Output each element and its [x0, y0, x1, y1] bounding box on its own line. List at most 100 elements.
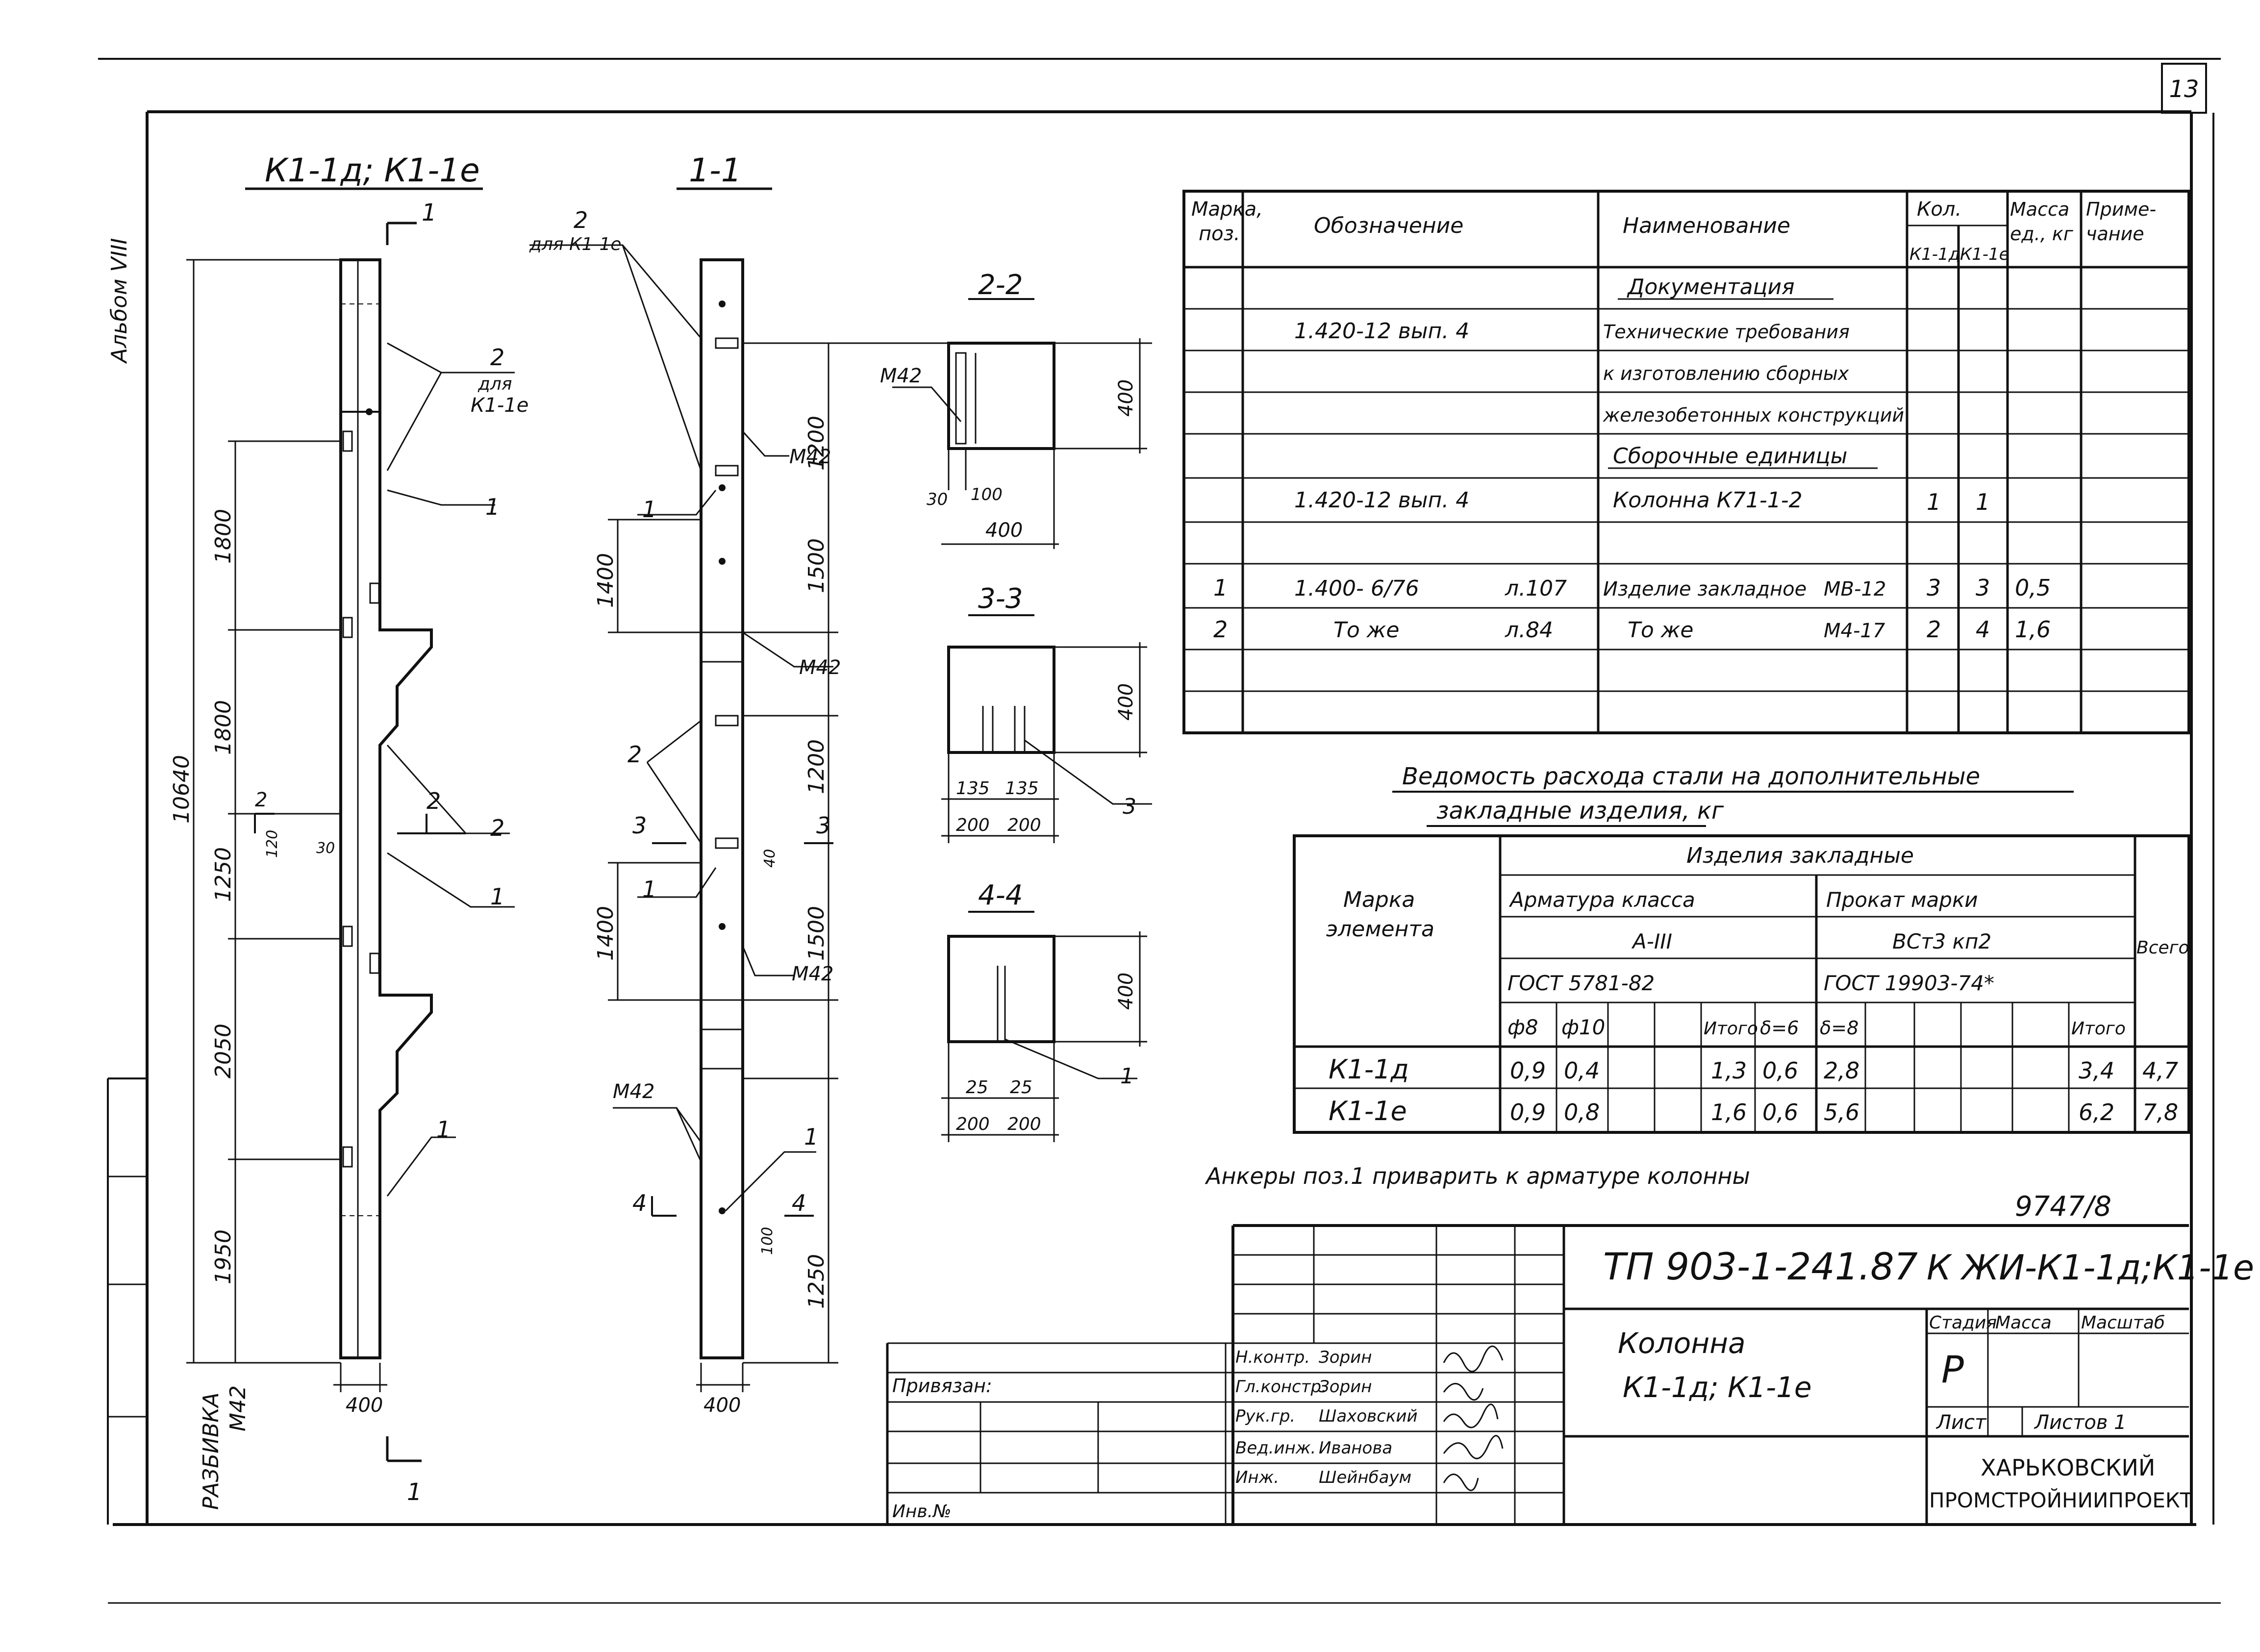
dim-1800-a: 1800 — [211, 509, 236, 564]
section-1-1: 1-1 — [529, 151, 1152, 1392]
stamp-privyazan: Привязан: — [892, 1375, 992, 1397]
steel-row2-v2: 0,8 — [1564, 1099, 1600, 1126]
spec-row-1: 1 1.400- 6/76 л.107 Изделие закладное МВ… — [1213, 575, 2051, 601]
steel-h-arm-gost: ГОСТ 5781-82 — [1507, 971, 1655, 995]
s11-m42-a: М42 — [789, 446, 831, 468]
spec-row2-qb: 4 — [1976, 616, 1990, 643]
spec-row1-name: Изделие закладное — [1603, 578, 1807, 601]
steel-col-5: Итого — [1704, 1019, 1758, 1039]
spec-row1-qb: 3 — [1976, 575, 1990, 601]
steel-col-6: δ=6 — [1760, 1017, 1799, 1039]
steel-row2-v1: 0,9 — [1510, 1099, 1546, 1126]
steel-col-7: δ=8 — [1820, 1017, 1858, 1039]
steel-h-prok-cls: ВСт3 кп2 — [1892, 929, 1991, 953]
elev-label-2-top: 2 — [490, 344, 504, 371]
s11-label-4-right: 4 — [792, 1190, 806, 1216]
breakdown-label: РАЗБИВКА — [199, 1393, 224, 1510]
s11-label-1-b: 1 — [642, 876, 656, 902]
signature-scribble-4 — [1443, 1435, 1504, 1459]
spec-row2-name: То же — [1628, 618, 1694, 643]
stamp-lists-h: Листов 1 — [2034, 1411, 2127, 1434]
dim-1800-b: 1800 — [211, 700, 236, 755]
steel-title-2: закладные изделия, кг — [1436, 797, 1724, 825]
steel-col-2: ф10 — [1561, 1015, 1605, 1039]
stamp-name-3: Шаховский — [1319, 1406, 1418, 1426]
s33-label-3: 3 — [1123, 794, 1136, 819]
stamp-list-h: Лист — [1935, 1411, 1987, 1434]
stamp-stage: Р — [1941, 1348, 1964, 1391]
s44-label-1: 1 — [1120, 1064, 1134, 1089]
stamp-org-1: ХАРЬКОВСКИЙ — [1981, 1454, 2155, 1481]
steel-h-mark-2: элемента — [1326, 917, 1434, 942]
spec-doc-name-2: к изготовлению сборных — [1603, 363, 1849, 384]
spec-section-units: Сборочные единицы — [1613, 444, 1847, 469]
s33-d135-a: 135 — [956, 778, 990, 799]
stamp-org-2: ПРОМСТРОЙНИИПРОЕКТ — [1929, 1488, 2193, 1512]
steel-h-arm-cls: А-III — [1631, 929, 1672, 953]
spec-row1-designation: 1.400- 6/76 — [1294, 576, 1419, 601]
dim-2050: 2050 — [211, 1024, 236, 1078]
s11-dim-1500-b: 1500 — [804, 906, 829, 961]
stamp-stage-h: Стадия — [1929, 1313, 1997, 1333]
s11-dim-1250: 1250 — [804, 1254, 829, 1309]
s44-d200-b: 200 — [1007, 1114, 1041, 1134]
spec-row1-qa: 3 — [1927, 575, 1941, 601]
s44-title: 4-4 — [978, 879, 1023, 911]
stamp-name-4: Иванова — [1319, 1438, 1392, 1458]
stamp-role-4: Вед.инж. — [1235, 1438, 1316, 1458]
spec-h-mark-2: поз. — [1199, 223, 1240, 245]
s22-d400-w: 400 — [985, 519, 1023, 542]
steel-title-1: Ведомость расхода стали на дополнительны… — [1402, 763, 1980, 790]
elev-width: 400 — [346, 1394, 383, 1417]
spec-h-qty: Кол. — [1917, 198, 1961, 221]
spec-h-note-2: чание — [2086, 223, 2144, 245]
s22-m42: М42 — [880, 365, 922, 387]
spec-h-name: Наименование — [1623, 213, 1790, 238]
steel-row1-v7: 2,8 — [1824, 1057, 1859, 1084]
signature-scribble-3 — [1443, 1403, 1499, 1428]
elev-label-for: для — [477, 374, 512, 394]
steel-row-2: К1-1е 0,9 0,8 1,6 0,6 5,6 6,2 7,8 — [1329, 1096, 2178, 1126]
s33-d135-b: 135 — [1005, 778, 1039, 799]
steel-row2-v5: 1,6 — [1711, 1099, 1747, 1126]
signature-scribble-2 — [1443, 1383, 1484, 1401]
stamp-code-top: 9747/8 — [2015, 1191, 2111, 1223]
steel-table-grid — [1293, 834, 2190, 1134]
s11-label-2-top: 2 — [574, 207, 588, 233]
s44-d25-b: 25 — [1010, 1077, 1032, 1098]
elev-label-k11e: К1-1е — [471, 394, 528, 417]
elev-label-1-mid: 1 — [490, 883, 504, 910]
s11-label-3-right: 3 — [816, 812, 830, 839]
section-4-4: 4-4 — [941, 879, 1147, 1142]
s11-small-100: 100 — [759, 1227, 776, 1255]
s11-dim-1200-a: 1200 — [804, 416, 829, 471]
steel-row1-total: 4,7 — [2142, 1057, 2178, 1084]
elevation-title: К1-1д; К1-1е — [265, 151, 480, 189]
steel-row2-total: 7,8 — [2142, 1099, 2178, 1126]
steel-row1-v10: 3,4 — [2079, 1057, 2114, 1084]
stamp-signatures: Н.контр. Зорин Гл.констр. Зорин Рук.гр. … — [1235, 1345, 1504, 1491]
stamp-name-5: Шейнбаум — [1319, 1468, 1411, 1487]
steel-h-total: Всего — [2136, 938, 2189, 958]
steel-col-10: Итого — [2071, 1019, 2126, 1039]
elevation-view: К1-1д; К1-1е 1 1 — [186, 151, 515, 1506]
steel-row1-v1: 0,9 — [1510, 1057, 1546, 1084]
dim-1250: 1250 — [211, 847, 236, 902]
sheet-number: 13 — [2169, 75, 2199, 103]
album-label: Альбом VIII — [107, 238, 132, 364]
spec-row2-mass: 1,6 — [2015, 616, 2051, 643]
spec-row2-designation: То же — [1333, 618, 1400, 643]
spec-row1-sheet: л.107 — [1505, 576, 1567, 601]
cut1-bottom-label: 1 — [407, 1478, 422, 1506]
elev-label-2-right: 2 — [490, 815, 504, 841]
elev-label-2-mid: 2 — [427, 788, 441, 814]
s33-d400-h: 400 — [1115, 683, 1137, 721]
steel-h-arm: Арматура класса — [1508, 888, 1695, 912]
spec-row2-qa: 2 — [1927, 616, 1941, 643]
s11-label-1-a: 1 — [642, 496, 656, 523]
stamp-project: ТП 903-1-241.87 — [1603, 1245, 1918, 1288]
stamp-role-5: Инж. — [1235, 1468, 1279, 1487]
spec-unit-designation: 1.420-12 вып. 4 — [1294, 488, 1469, 513]
s33-d200-b: 200 — [1007, 815, 1041, 835]
